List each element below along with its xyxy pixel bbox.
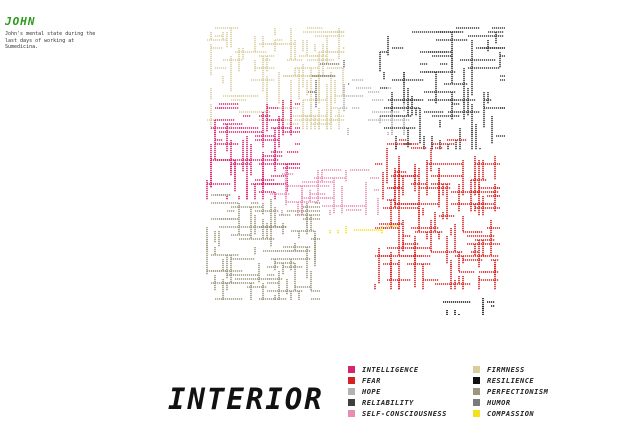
legend-item-perfectionism: PERFECTIONISM [473,386,548,397]
legend-swatch [473,410,480,417]
legend-swatch [348,377,355,384]
legend-swatch [473,377,480,384]
legend-swatch [473,366,480,373]
legend-column-2: FIRMNESS RESILIENCE PERFECTIONISM HUMOR … [473,364,548,419]
legend-item-fear: FEAR [348,375,447,386]
legend-item-hope: HOPE [348,386,447,397]
legend-label: COMPASSION [487,409,535,418]
legend-item-reliability: RELIABILITY [348,397,447,408]
legend-swatch [348,399,355,406]
legend-item-resilience: RESILIENCE [473,375,548,386]
legend-label: FEAR [362,376,381,385]
legend-item-self-consciousness: SELF-CONSCIOUSNESS [348,408,447,419]
legend-item-intelligence: INTELLIGENCE [348,364,447,375]
legend-item-compassion: COMPASSION [473,408,548,419]
legend-label: SELF-CONSCIOUSNESS [362,409,447,418]
legend-swatch [348,388,355,395]
legend-label: FIRMNESS [487,365,525,374]
legend-label: RELIABILITY [362,398,414,407]
legend-label: RESILIENCE [487,376,535,385]
person-name: JOHN [5,15,36,28]
legend-item-firmness: FIRMNESS [473,364,548,375]
legend-swatch [473,388,480,395]
legend-swatch [348,410,355,417]
legend-label: PERFECTIONISM [487,387,549,396]
person-description: John's mental state during the last days… [5,31,96,50]
legend-swatch [348,366,355,373]
emotion-maze-visualization [206,27,505,315]
legend-swatch [473,399,480,406]
page-title: INTERIOR [168,382,324,416]
legend-label: HUMOR [487,398,511,407]
legend-label: INTELLIGENCE [362,365,419,374]
legend-label: HOPE [362,387,381,396]
legend-column-1: INTELLIGENCE FEAR HOPE RELIABILITY SELF-… [348,364,447,419]
legend-item-humor: HUMOR [473,397,548,408]
